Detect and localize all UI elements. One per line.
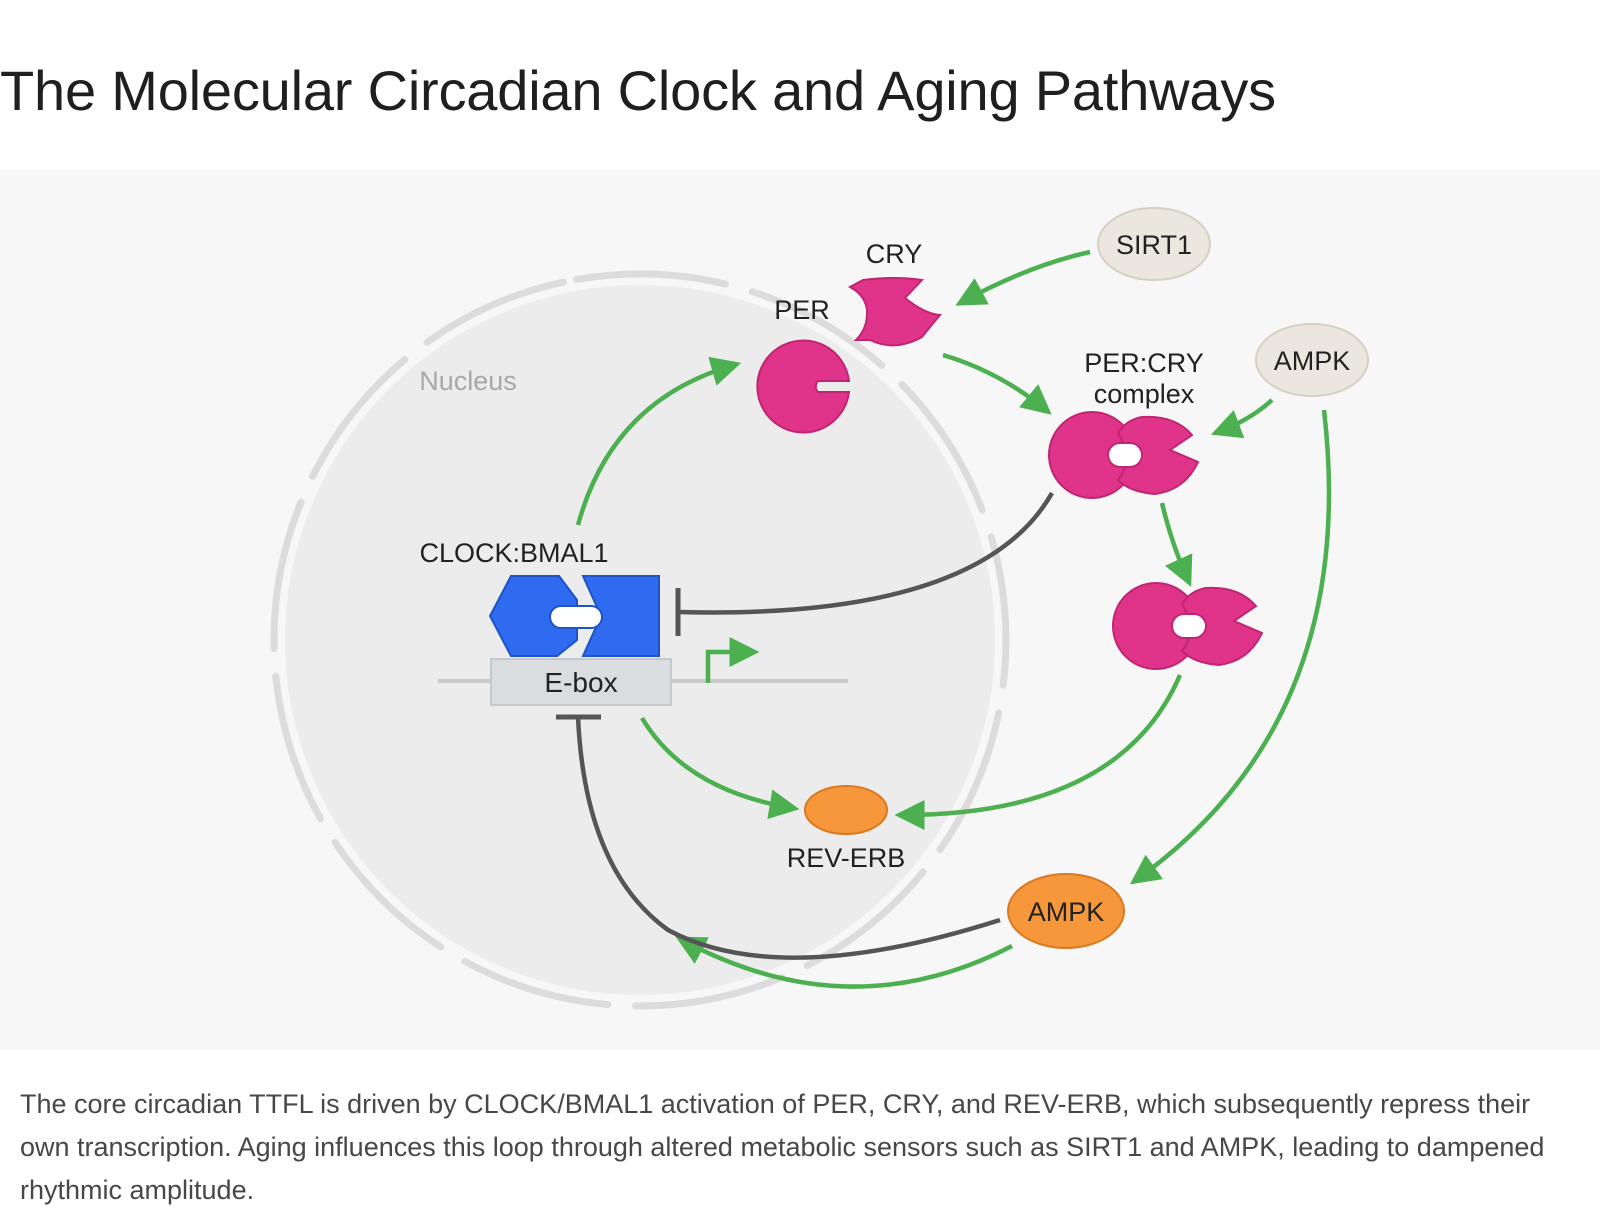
per-cry-label-line1: PER:CRY: [1084, 348, 1204, 378]
per-label: PER: [774, 295, 830, 325]
circadian-clock-diagram: Nucleus E-box CLOCK:BMAL1 PER CRY: [270, 207, 1369, 1010]
arrow-ampk-to-nucleus: [675, 936, 1014, 989]
ampk-bottom-label: AMPK: [1028, 897, 1105, 927]
repression-complex-to-clock: [677, 491, 1054, 615]
diagram-panel: Nucleus E-box CLOCK:BMAL1 PER CRY: [0, 170, 1600, 1050]
arrow-clock-to-per: [575, 356, 742, 526]
per-cry-label-line2: complex: [1094, 379, 1195, 409]
sirt1-label: SIRT1: [1116, 230, 1192, 260]
arrow-sirt1-to-cry: [955, 249, 1091, 306]
arrow-ebox-to-reverb: [640, 716, 800, 820]
per-cry-complex-lower: [1112, 582, 1264, 670]
ebox: E-box: [490, 658, 672, 706]
arrow-complex2-to-reverb: [894, 674, 1183, 830]
per-cry-complex: PER:CRY complex: [1048, 348, 1204, 499]
sirt1-sensor: SIRT1: [1097, 207, 1211, 281]
figure-caption: The core circadian TTFL is driven by CLO…: [20, 1089, 1545, 1205]
arrow-complex-to-complex2: [1159, 502, 1193, 587]
ampk-sensor-top: AMPK: [1255, 323, 1369, 397]
cry-protein: CRY: [847, 239, 943, 347]
ampk-top-label: AMPK: [1274, 346, 1351, 376]
rev-erb-label: REV-ERB: [787, 843, 906, 873]
arrow-cry-to-complex: [942, 352, 1052, 415]
arrow-ampk-to-complex: [1210, 398, 1274, 439]
per-protein: PER: [756, 295, 851, 434]
rev-erb: REV-ERB: [787, 785, 906, 873]
ampk-bottom: AMPK: [1007, 873, 1125, 949]
ebox-label: E-box: [544, 667, 617, 698]
cry-label: CRY: [866, 239, 923, 269]
page-title: The Molecular Circadian Clock and Aging …: [0, 59, 1276, 122]
clock-bmal1-label: CLOCK:BMAL1: [419, 538, 608, 568]
repression-ampk-to-ebox: [575, 716, 1001, 960]
clock-bmal1-heterodimer: CLOCK:BMAL1: [419, 538, 660, 657]
arrow-ampk-top-to-ampk-bottom: [1129, 409, 1332, 885]
nucleus-label: Nucleus: [419, 366, 517, 396]
transcription-start-arrow: [705, 637, 760, 683]
